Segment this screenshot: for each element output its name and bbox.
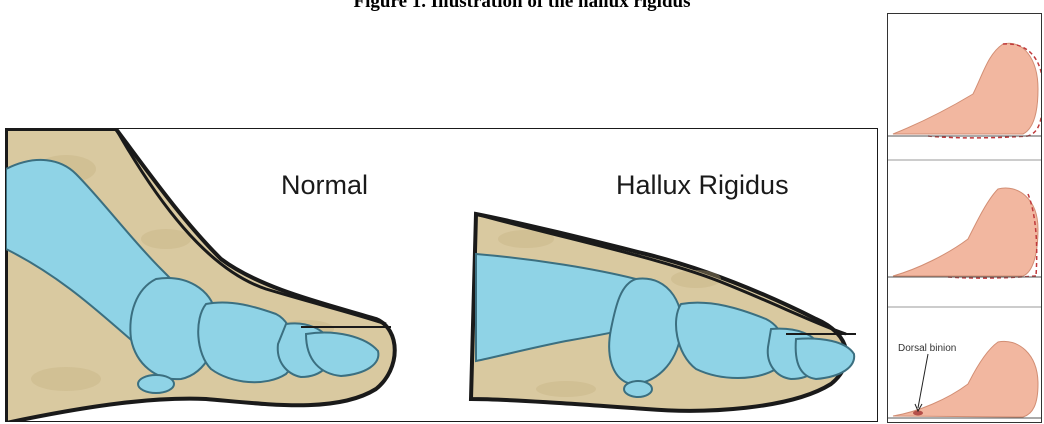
- hallux-illustration: Normal Hallux Rigidus: [5, 128, 878, 422]
- foot-panel-2: [888, 188, 1042, 278]
- figure-title: Figure 1. Illustration of the hallux rig…: [0, 0, 1044, 13]
- foot-progression-strip: Dorsal binion: [887, 13, 1042, 423]
- dorsal-binion-label: Dorsal binion: [898, 343, 956, 354]
- foot-panel-1: [888, 43, 1042, 138]
- foot-panel-3: Dorsal binion: [888, 341, 1042, 418]
- normal-toe-illustration: Normal: [6, 129, 395, 422]
- hallux-rigidus-label: Hallux Rigidus: [616, 170, 789, 200]
- hallux-rigidus-illustration: Hallux Rigidus: [471, 170, 856, 411]
- normal-label: Normal: [281, 170, 368, 200]
